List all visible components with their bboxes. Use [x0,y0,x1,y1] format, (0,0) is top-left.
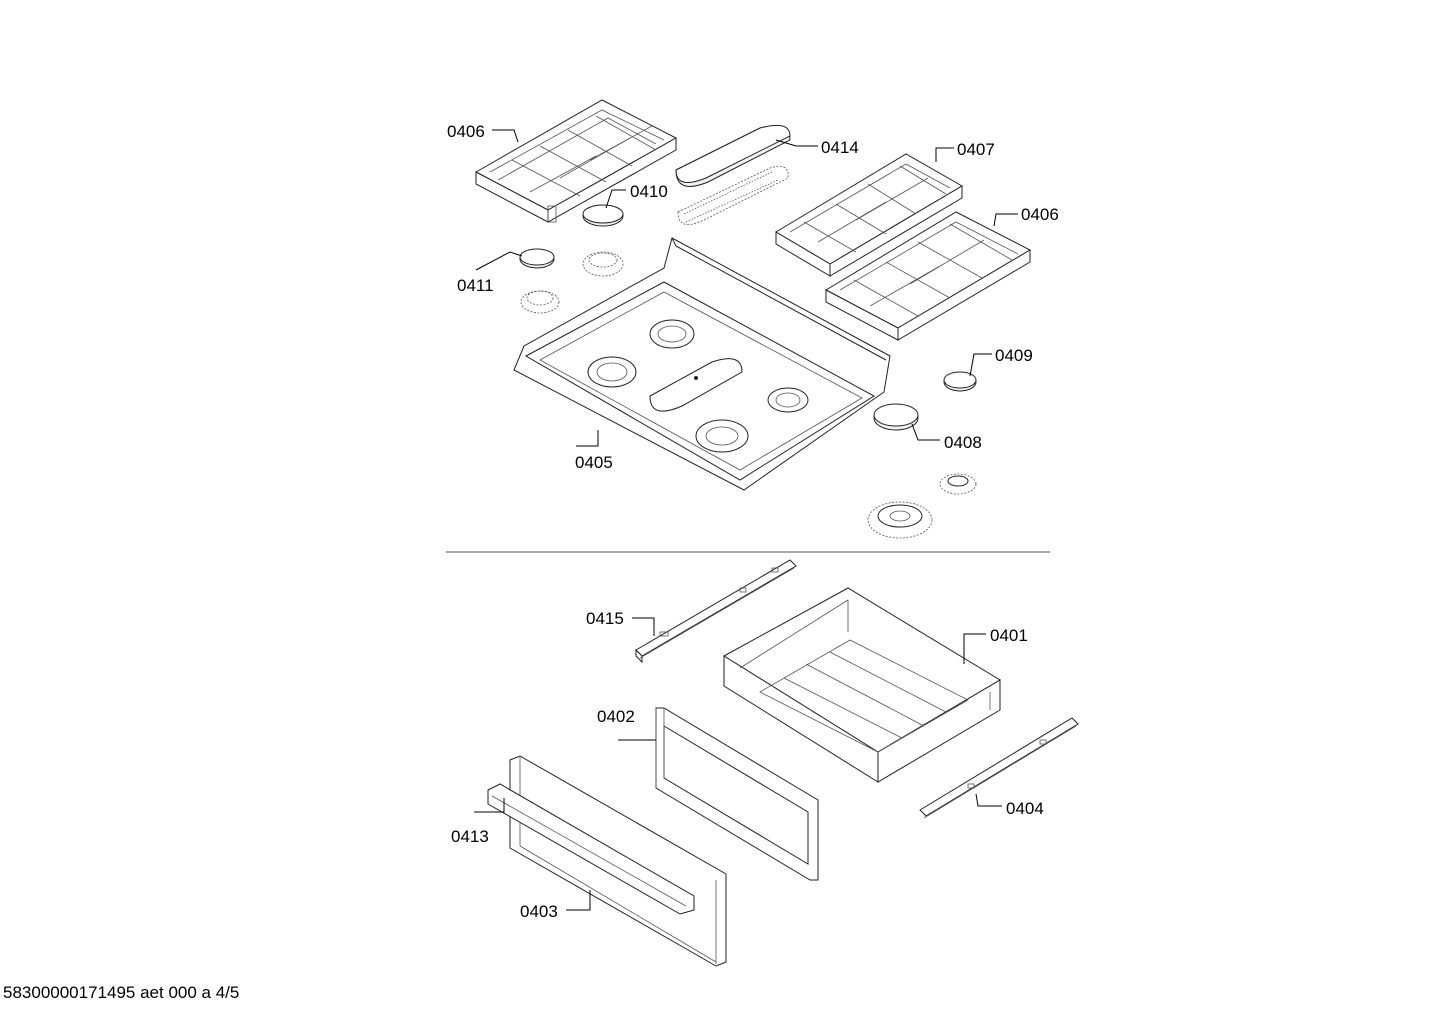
drawer-box-0401 [723,587,1001,783]
grate-0406-right [824,211,1032,341]
label-0414: 0414 [821,138,859,157]
label-0406-right: 0406 [1021,205,1059,224]
label-0410: 0410 [630,182,668,201]
label-0404: 0404 [1006,799,1044,818]
label-0402: 0402 [597,707,635,726]
burner-cap-0410 [582,204,624,227]
burner-base-left-2 [520,290,560,314]
label-0411: 0411 [457,276,494,295]
drawer-handle-0413 [487,783,695,915]
label-0408: 0408 [944,433,982,452]
burner-base-right-small [939,473,977,495]
label-0401: 0401 [990,626,1028,645]
slide-rail-0404 [919,717,1079,819]
label-0409: 0409 [995,346,1033,365]
slide-rail-0415 [635,559,797,664]
label-0407: 0407 [957,140,995,159]
label-0403: 0403 [520,902,558,921]
leader-lines [474,129,1018,911]
label-0406-left: 0406 [447,122,485,141]
grate-0406-left [474,99,678,223]
burner-cap-0414 [675,124,791,225]
burner-base-right-large [867,501,933,539]
grate-0407 [775,153,963,277]
document-id: 58300000171495 aet 000 a 4/5 [3,983,239,1002]
cooktop-tray-0405 [513,237,891,491]
burner-cap-0411 [519,248,555,269]
burner-cap-0409 [943,371,977,392]
label-0415: 0415 [586,609,624,628]
label-0405: 0405 [575,453,613,472]
burner-cap-0408 [873,403,919,431]
burner-base-left-1 [582,251,624,277]
label-0413: 0413 [451,827,489,846]
drawer-frame-0402 [655,707,819,881]
